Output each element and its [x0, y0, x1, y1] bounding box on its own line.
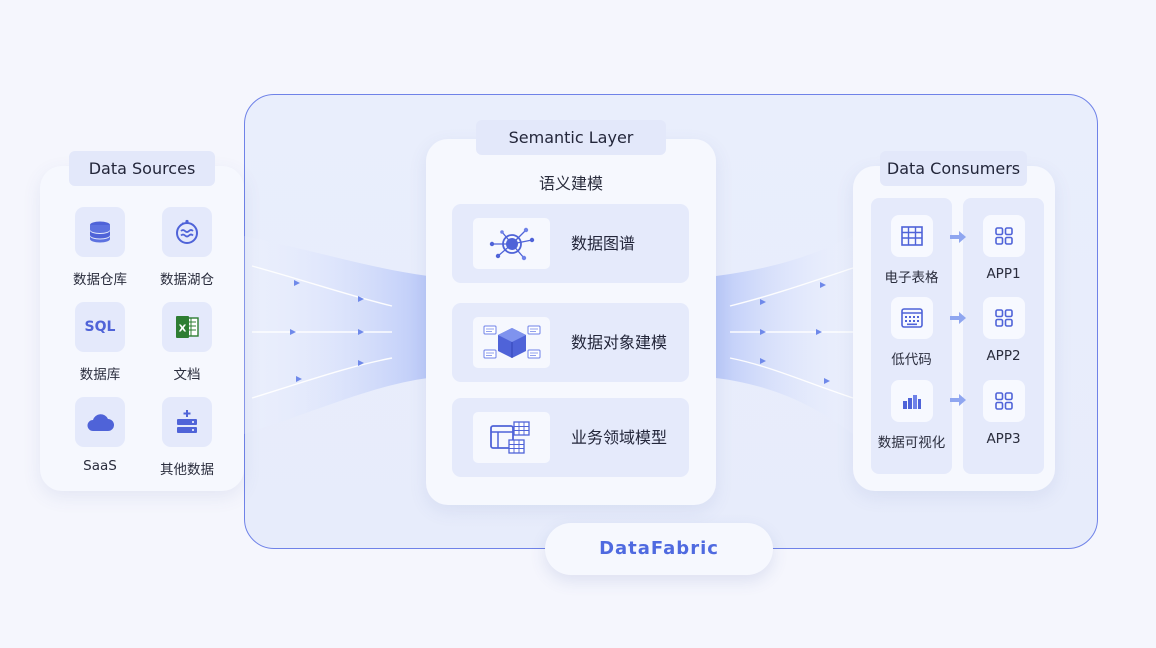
consumer-item-app2[interactable]: APP2 — [963, 297, 1044, 364]
data-lake-icon — [162, 207, 212, 257]
graph-icon — [473, 218, 550, 269]
sql-badge: SQL — [84, 319, 116, 335]
domain-model-icon — [473, 412, 550, 463]
consumer-label: 低代码 — [891, 352, 932, 368]
data-consumers-title: Data Consumers — [880, 151, 1027, 186]
flow-arrow — [296, 376, 302, 382]
consumer-label: APP1 — [986, 266, 1021, 282]
consumer-label: APP2 — [986, 348, 1021, 364]
semantic-item-label: 业务领域模型 — [571, 428, 668, 447]
excel-badge: X — [179, 324, 187, 335]
source-label: 文档 — [173, 367, 201, 383]
app-grid-icon — [982, 215, 1025, 257]
app-grid-icon — [982, 297, 1025, 339]
arrow-right-icon — [950, 312, 966, 324]
semantic-modeling-subtitle: 语义建模 — [538, 174, 603, 193]
flow-arrow — [820, 282, 826, 288]
flow-band-left — [244, 236, 428, 434]
source-label: 数据库 — [79, 367, 121, 383]
excel-icon: X — [162, 302, 212, 352]
flow-band-right — [716, 236, 853, 434]
consumer-item-app3[interactable]: APP3 — [963, 380, 1044, 447]
source-item-document[interactable]: X 文档 — [147, 302, 227, 383]
source-item-data-lakehouse[interactable]: 数据湖仓 — [147, 207, 227, 288]
semantic-item-domain-model[interactable]: 业务领域模型 — [452, 398, 689, 477]
source-item-database[interactable]: SQL 数据库 — [60, 302, 140, 383]
app-grid-icon — [982, 380, 1025, 422]
flow-arrow — [760, 358, 766, 364]
flow-arrow — [290, 329, 296, 335]
flow-arrow — [294, 280, 300, 286]
data-sources-title: Data Sources — [69, 151, 215, 186]
semantic-item-data-graph[interactable]: 数据图谱 — [452, 204, 689, 283]
semantic-item-object-modeling[interactable]: 数据对象建模 — [452, 303, 689, 382]
source-item-saas[interactable]: SaaS — [60, 397, 140, 474]
arrow-right-icon — [950, 394, 966, 406]
flow-arrow — [760, 329, 766, 335]
flow-arrow — [358, 296, 364, 302]
cube-model-icon — [473, 317, 550, 368]
consumer-label: 数据可视化 — [877, 435, 946, 451]
semantic-layer-title: Semantic Layer — [476, 120, 666, 155]
server-add-icon — [162, 397, 212, 447]
source-label: 数据仓库 — [73, 272, 127, 288]
semantic-item-label: 数据图谱 — [571, 234, 636, 253]
consumer-item-app1[interactable]: APP1 — [963, 215, 1044, 282]
flow-arrow — [816, 329, 822, 335]
source-item-other-data[interactable]: 其他数据 — [147, 397, 227, 478]
semantic-item-label: 数据对象建模 — [571, 333, 668, 352]
bar-chart-icon — [890, 380, 933, 422]
sql-icon: SQL — [75, 302, 125, 352]
source-item-data-warehouse[interactable]: 数据仓库 — [60, 207, 140, 288]
consumer-item-data-visualization[interactable]: 数据可视化 — [871, 380, 952, 451]
flow-arrow — [358, 329, 364, 335]
database-icon — [75, 207, 125, 257]
consumer-item-low-code[interactable]: 低代码 — [871, 297, 952, 368]
source-label: SaaS — [83, 458, 117, 474]
spreadsheet-icon — [890, 215, 933, 257]
cloud-icon — [75, 397, 125, 447]
arrow-right-icon — [950, 231, 966, 243]
consumer-label: APP3 — [986, 431, 1021, 447]
flow-arrow — [824, 378, 830, 384]
flow-arrow — [760, 299, 766, 305]
source-label: 其他数据 — [160, 462, 214, 478]
source-label: 数据湖仓 — [160, 272, 214, 288]
low-code-icon — [890, 297, 933, 339]
datafabric-label: DataFabric — [545, 523, 773, 575]
consumer-item-spreadsheet[interactable]: 电子表格 — [871, 215, 952, 286]
consumer-label: 电子表格 — [884, 270, 939, 286]
flow-arrow — [358, 360, 364, 366]
